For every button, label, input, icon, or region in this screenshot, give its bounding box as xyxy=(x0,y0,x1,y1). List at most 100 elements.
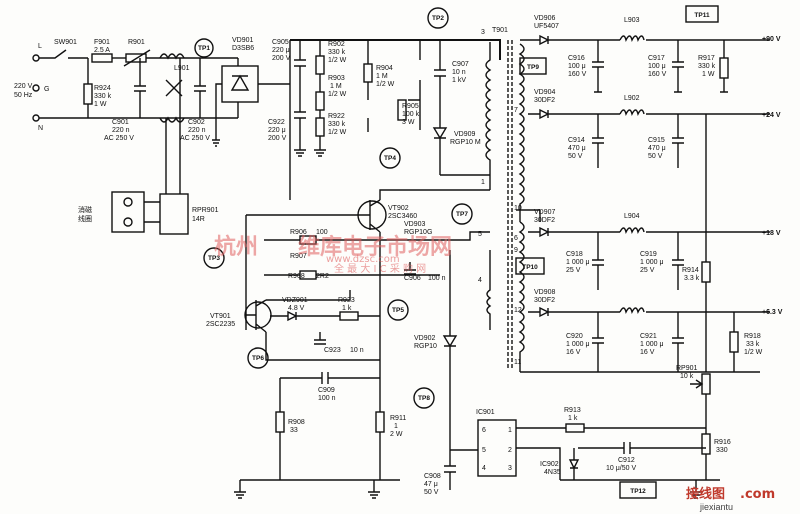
r903-value: 1 M xyxy=(330,83,342,90)
mains-voltage: 220 V xyxy=(14,83,33,90)
pin-3-label: 3 xyxy=(481,29,485,36)
svg-text:TP10: TP10 xyxy=(522,264,538,271)
zener-vdz901 xyxy=(270,310,340,322)
r916-value: 330 xyxy=(716,447,728,454)
r924-power: 1 W xyxy=(94,101,107,108)
c902-label: C902 xyxy=(188,119,205,126)
c908-value: 47 μ xyxy=(424,481,438,488)
c914-value: 470 μ xyxy=(568,145,586,152)
watermark-left: 杭州 xyxy=(214,234,258,260)
r924-label: R924 xyxy=(94,85,111,92)
resistor-r914 xyxy=(701,261,711,283)
capacitor-c908 xyxy=(444,450,456,490)
mains-frequency: 50 Hz xyxy=(14,92,33,99)
c912-label: C912 xyxy=(618,457,635,464)
c905-value: 220 μ xyxy=(272,47,290,54)
output-24v: +24 V xyxy=(762,112,781,119)
c901-rating: AC 250 V xyxy=(104,135,134,142)
r903-power: 1/2 W xyxy=(328,91,347,98)
c920-rating: 16 V xyxy=(566,349,581,356)
watermark-slogan: 全 最 大 I C 采 购 网 xyxy=(334,262,426,275)
capacitors-c918-c919 xyxy=(592,232,684,290)
c918-label: C918 xyxy=(566,251,583,258)
r917-power: 1 W xyxy=(702,71,715,78)
pin-7-label: 7 xyxy=(514,107,518,114)
c909-label: C909 xyxy=(318,387,335,394)
c923-value: 10 n xyxy=(350,347,364,354)
degauss-label-2: 线圈 xyxy=(78,214,92,223)
inductor-l902 xyxy=(619,109,645,117)
resistor-r923 xyxy=(339,311,359,321)
c914-label: C914 xyxy=(568,137,585,144)
c915-value: 470 μ xyxy=(648,145,666,152)
svg-text:TP8: TP8 xyxy=(418,395,430,402)
diode-vd902 xyxy=(442,250,458,450)
ptc-rpr901 xyxy=(159,193,189,235)
c909-value: 100 n xyxy=(318,395,336,402)
r913-label: R913 xyxy=(564,407,581,414)
r914-value: 3.3 k xyxy=(684,275,700,282)
c908-rating: 50 V xyxy=(424,489,439,496)
inductor-l905 xyxy=(619,307,645,315)
resistor-r924 xyxy=(83,83,93,105)
r922-power: 1/2 W xyxy=(328,129,347,136)
output-6v3: +6.3 V xyxy=(762,309,783,316)
resistor-r922 xyxy=(315,117,325,137)
r907-label: R907 xyxy=(290,253,307,260)
pin-6-label: 6 xyxy=(514,235,518,242)
pin-g-label: G xyxy=(44,86,49,93)
diode-vd907 xyxy=(528,226,770,238)
degauss-connector xyxy=(111,191,145,233)
c919-rating: 25 V xyxy=(640,267,655,274)
c907-value: 10 n xyxy=(452,69,466,76)
r908-value: 33 xyxy=(290,427,298,434)
pin-9-label: 9 xyxy=(514,247,518,254)
switch-sw901 xyxy=(39,49,88,59)
brand-url: jiexiantu xyxy=(699,502,733,512)
rp901-label: RP901 xyxy=(676,365,698,372)
primary-section: C905 220 μ 200 V C922 220 μ 200 V R902 3… xyxy=(206,39,501,499)
c917-rating: 160 V xyxy=(648,71,667,78)
svg-text:TP1: TP1 xyxy=(198,45,210,52)
r906-label: R906 xyxy=(290,229,307,236)
resistor-r903 xyxy=(315,91,325,111)
vd908-label: VD908 xyxy=(534,289,556,296)
svg-text:TP4: TP4 xyxy=(384,155,396,162)
r905-label: R905 xyxy=(402,103,419,110)
vt902-label: VT902 xyxy=(388,205,409,212)
r917-value: 330 k xyxy=(698,63,716,70)
c923-label: C923 xyxy=(324,347,341,354)
resistor-r917 xyxy=(719,57,729,79)
c922-value: 220 μ xyxy=(268,127,286,134)
secondary-section: VD906 UF5407 L903 C916 100 μ 160 V C917 … xyxy=(520,15,783,499)
r918-value: 33 k xyxy=(746,341,760,348)
transformer-secondary-upper xyxy=(518,43,525,210)
r911-power: 2 W xyxy=(390,431,403,438)
watermark-brand: 维库电子市场网 xyxy=(298,234,452,260)
brand-logo: 接线图 xyxy=(686,486,725,502)
r922-label: R922 xyxy=(328,113,345,120)
svg-text:TP3: TP3 xyxy=(208,255,220,262)
r913-value: 1 k xyxy=(568,415,578,422)
resistor-r906 xyxy=(299,235,317,245)
c901-label: C901 xyxy=(112,119,129,126)
transformer-secondary-lower xyxy=(518,221,525,372)
testpoint-tp9 xyxy=(519,57,547,75)
capacitor-c902 xyxy=(194,58,206,118)
brand-dotcom: .com xyxy=(740,487,775,502)
input-section: L G N 220 V 50 Hz SW901 F901 2.5 A R901 … xyxy=(14,37,290,235)
pin-n-label: N xyxy=(38,125,43,132)
transformer-core xyxy=(507,40,513,370)
c914-rating: 50 V xyxy=(568,153,583,160)
testpoint-tp8 xyxy=(413,387,435,409)
c902-rating: AC 250 V xyxy=(180,135,210,142)
r922-value: 330 k xyxy=(328,121,346,128)
vd909-part: RGP10 M xyxy=(450,139,481,146)
svg-text:TP11: TP11 xyxy=(694,12,710,19)
resistor-r911 xyxy=(375,411,385,433)
r904-value: 1 M xyxy=(376,73,388,80)
c917-value: 100 μ xyxy=(648,63,666,70)
resistor-r908b xyxy=(299,270,317,280)
capacitor-c901 xyxy=(134,58,146,118)
f901-rating: 2.5 A xyxy=(94,47,110,54)
